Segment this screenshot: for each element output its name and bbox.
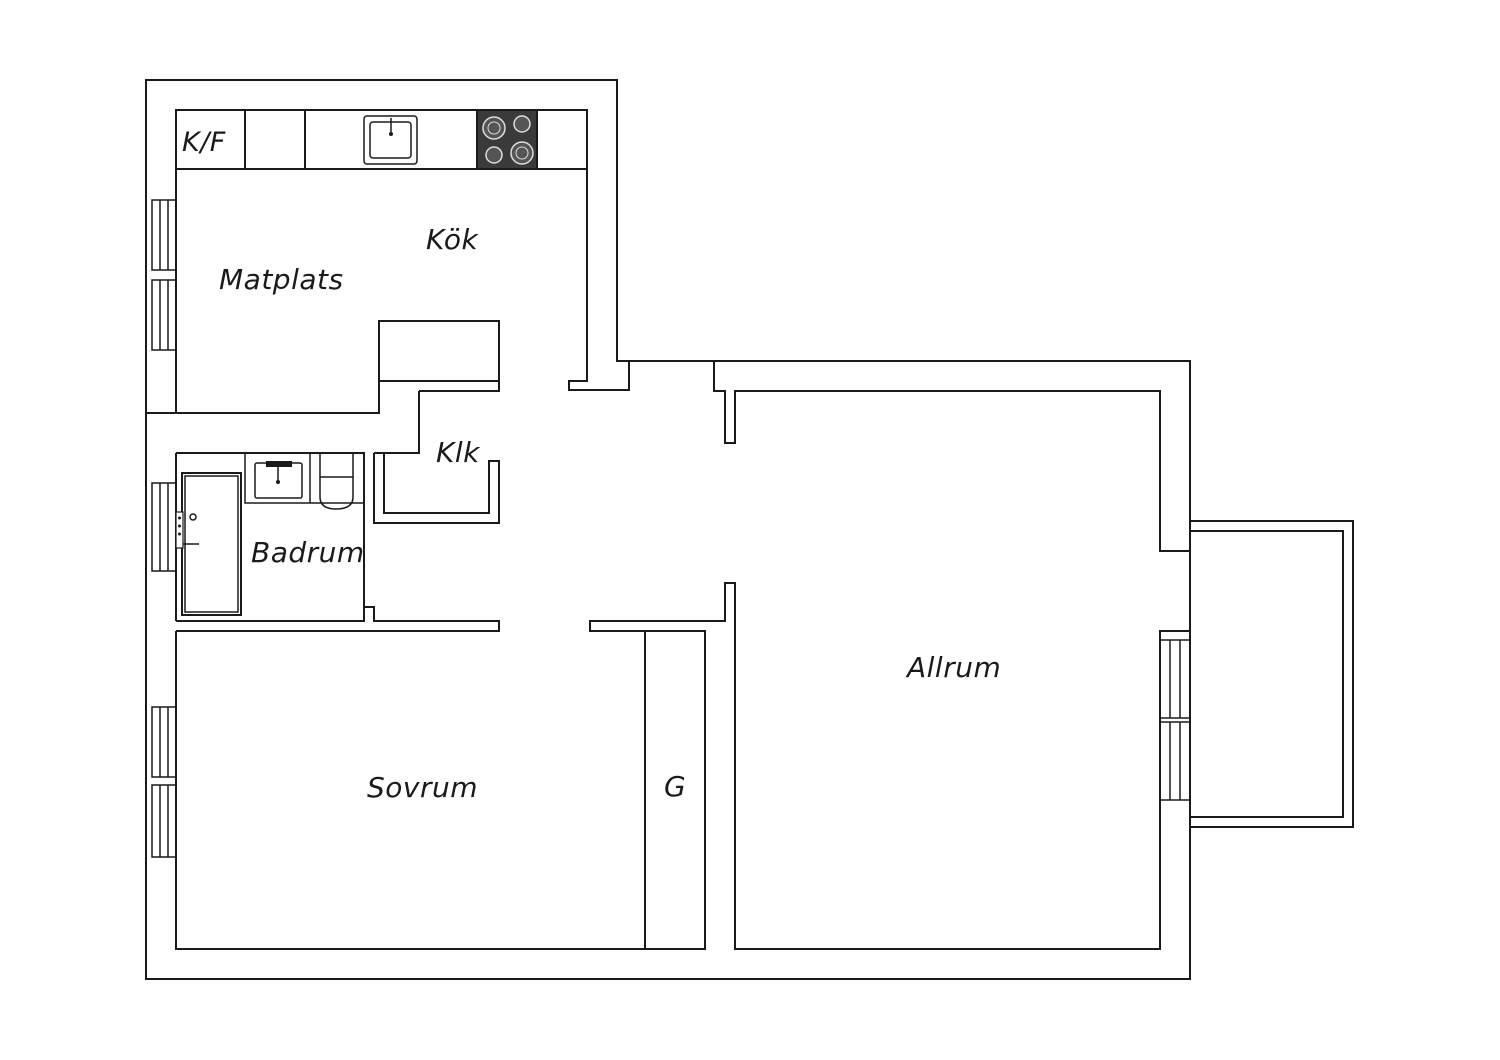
bathroom-sink-icon: [254, 461, 303, 499]
balcony: [1190, 520, 1354, 828]
label-klk: Klk: [436, 436, 481, 469]
kitchen-counter: [175, 109, 588, 170]
outer-walls: [145, 79, 1191, 980]
bathroom-fixtures: [175, 452, 364, 616]
label-badrum: Badrum: [251, 536, 365, 569]
kitchen-sink-icon: [363, 115, 418, 165]
shower-icon: [175, 472, 242, 616]
label-sovrum: Sovrum: [367, 771, 478, 804]
label-kf: K/F: [182, 127, 226, 158]
room-labels: K/F Kök Matplats Klk Badrum Sovrum G All…: [182, 127, 1001, 804]
stove-icon: [476, 109, 538, 170]
label-kok: Kök: [426, 223, 479, 256]
label-matplats: Matplats: [219, 263, 344, 296]
toilet-icon: [319, 452, 354, 510]
label-allrum: Allrum: [905, 651, 1001, 684]
windows: [151, 199, 1191, 858]
label-g: G: [664, 770, 686, 803]
